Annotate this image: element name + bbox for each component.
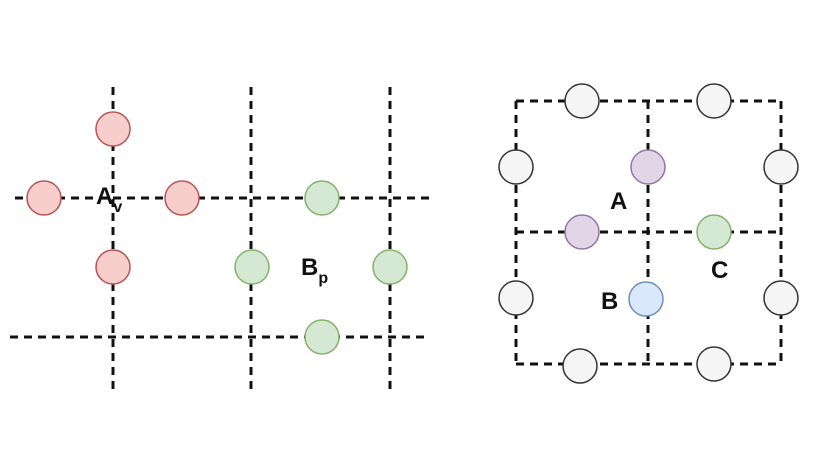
label-c: C bbox=[711, 257, 728, 284]
green-qubit-left bbox=[234, 249, 270, 285]
plaquette-label-main: B bbox=[301, 254, 318, 281]
vertex-label: Av bbox=[96, 183, 122, 216]
purple-qubit-top bbox=[630, 149, 666, 185]
blue-qubit bbox=[628, 281, 664, 317]
plaquette-operator-qubits bbox=[234, 180, 408, 355]
purple-qubit-left bbox=[564, 214, 600, 250]
plaquette-label: Bp bbox=[301, 254, 328, 287]
green-qubit-top bbox=[304, 180, 340, 216]
gray-qubit-bottom-left bbox=[562, 348, 598, 384]
left-lattice bbox=[10, 87, 430, 390]
gray-qubit-top-left bbox=[564, 83, 600, 119]
right-qubits bbox=[498, 83, 799, 384]
label-a: A bbox=[610, 188, 627, 215]
right-lattice bbox=[514, 99, 783, 366]
vertex-operator-qubits bbox=[26, 111, 200, 285]
red-qubit-right bbox=[164, 180, 200, 216]
gray-qubit-left-upper bbox=[498, 149, 534, 185]
vertex-label-main: A bbox=[96, 183, 113, 210]
label-b: B bbox=[601, 288, 618, 315]
red-qubit-top bbox=[95, 111, 131, 147]
red-qubit-bottom bbox=[95, 249, 131, 285]
gray-qubit-right-lower bbox=[763, 280, 799, 316]
green-qubit-right bbox=[372, 249, 408, 285]
gray-qubit-right-upper bbox=[763, 149, 799, 185]
plaquette-label-sub: p bbox=[318, 270, 328, 287]
gray-qubit-left-lower bbox=[498, 280, 534, 316]
red-qubit-left bbox=[26, 180, 62, 216]
vertex-label-sub: v bbox=[113, 199, 122, 216]
gray-qubit-bottom-right bbox=[696, 346, 732, 382]
green-qubit-bottom bbox=[304, 319, 340, 355]
gray-qubit-top-right bbox=[696, 83, 732, 119]
green-qubit-right-panel bbox=[696, 214, 732, 250]
